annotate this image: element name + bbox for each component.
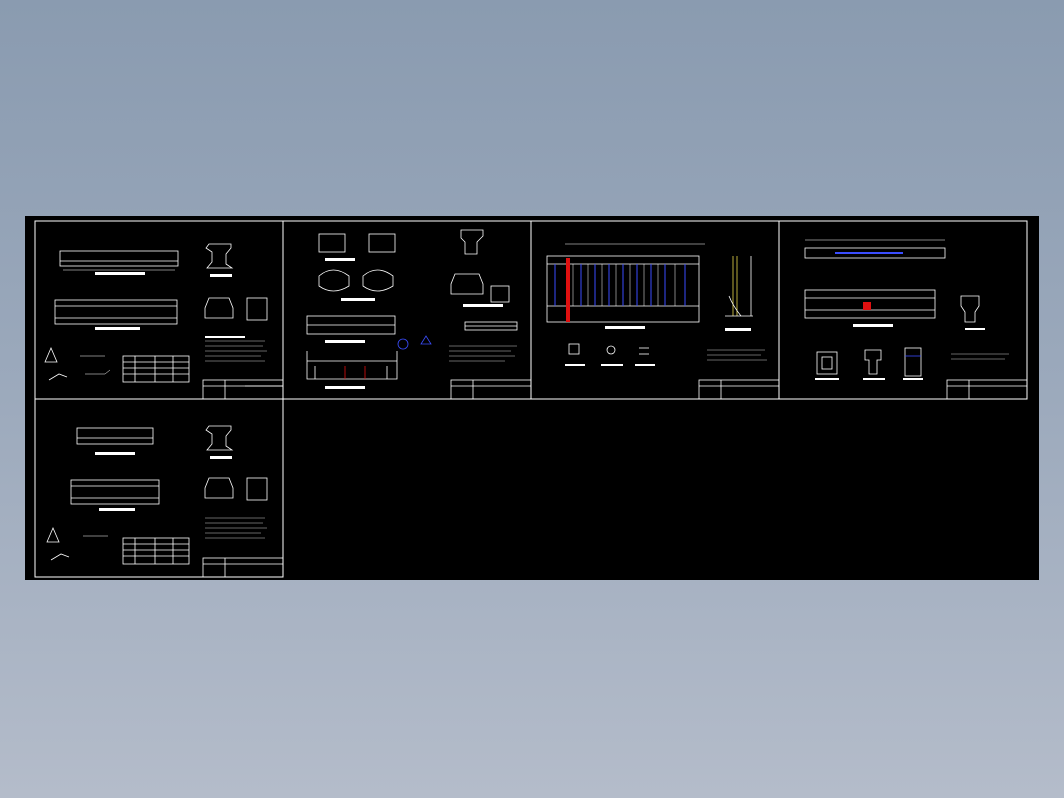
cad-drawing [34,220,1028,578]
sheet-2[interactable] [282,220,532,400]
sheet-4[interactable] [778,220,1028,400]
sheet-5[interactable] [34,398,284,578]
sheet-3[interactable] [530,220,780,400]
cad-model-space[interactable] [25,216,1039,580]
sheet-1[interactable] [34,220,284,400]
